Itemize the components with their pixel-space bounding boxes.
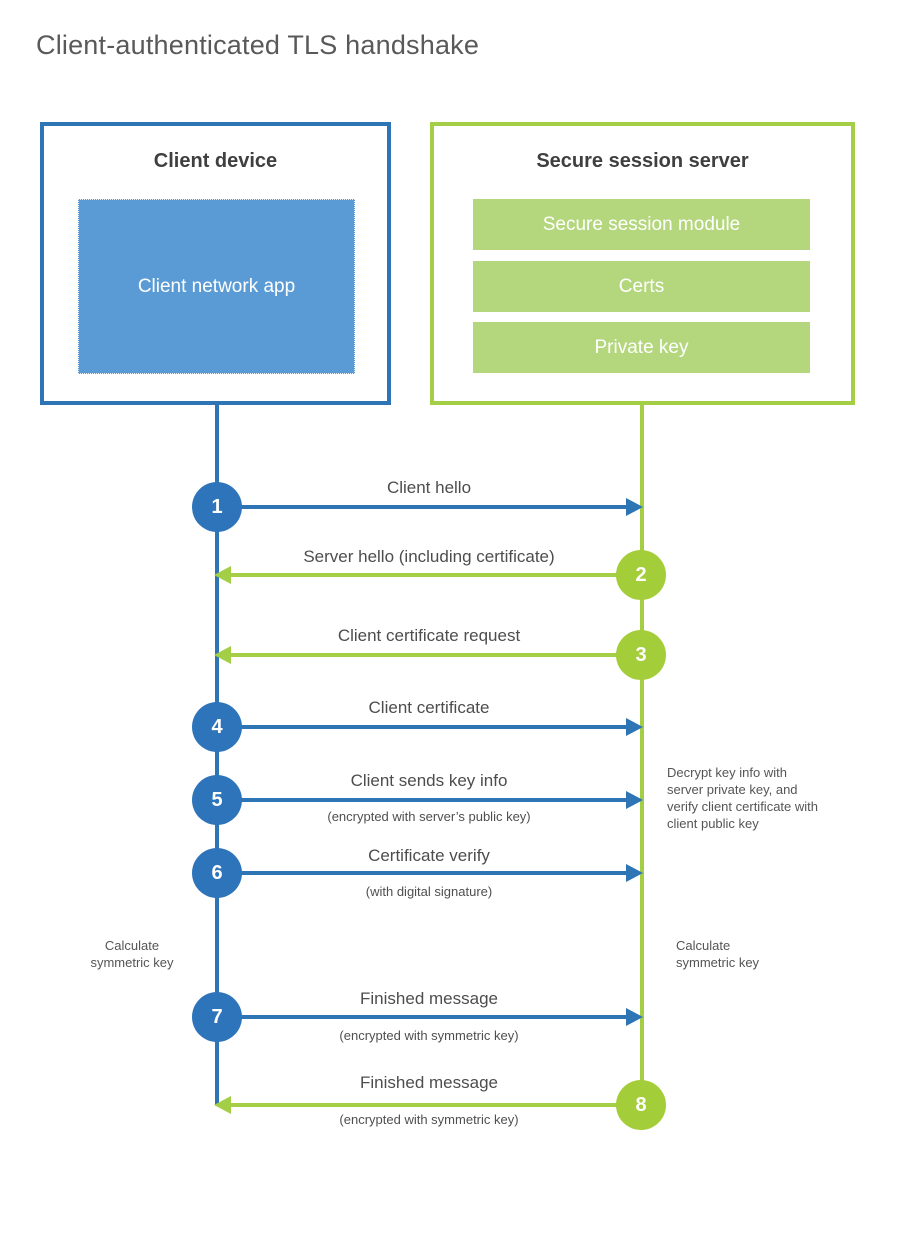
- secure-session-server-box: Secure session server Secure session mod…: [430, 122, 855, 405]
- message-sublabel-7: (encrypted with symmetric key): [339, 1028, 519, 1043]
- step-circle-3: 3: [616, 630, 666, 680]
- server-component-secure-session-module: Secure session module: [473, 199, 810, 250]
- step-circle-6: 6: [192, 848, 242, 898]
- message-label-3: Client certificate request: [337, 626, 521, 645]
- step-circle-1: 1: [192, 482, 242, 532]
- message-arrow-4: [217, 725, 628, 729]
- message-arrow-8: [229, 1103, 642, 1107]
- diagram-title: Client-authenticated TLS handshake: [36, 30, 480, 60]
- step-circle-4: 4: [192, 702, 242, 752]
- message-label-1: Client hello: [386, 478, 472, 497]
- message-sublabel-6: (with digital signature): [365, 884, 493, 899]
- message-label-6: Certificate verify: [368, 846, 490, 865]
- message-label-2: Server hello (including certificate): [303, 547, 555, 566]
- note-calculate-symmetric-key-server: Calculate symmetric key: [676, 938, 760, 970]
- message-arrow-6: [217, 871, 628, 875]
- message-arrow-1: [217, 505, 628, 509]
- arrow-head-right-icon: [626, 791, 643, 809]
- message-arrow-2: [229, 573, 642, 577]
- step-circle-8: 8: [616, 1080, 666, 1130]
- step-circle-7: 7: [192, 992, 242, 1042]
- arrow-head-right-icon: [626, 1008, 643, 1026]
- message-arrow-3: [229, 653, 642, 657]
- client-network-app-label: Client network app: [137, 275, 296, 297]
- server-component-label: Certs: [618, 275, 665, 297]
- client-device-box: Client device Client network app: [40, 122, 391, 405]
- client-lifeline: [215, 405, 219, 1105]
- arrow-head-left-icon: [214, 646, 231, 664]
- message-label-8: Finished message: [360, 1073, 498, 1092]
- message-label-5: Client sends key info: [350, 771, 508, 790]
- step-circle-2: 2: [616, 550, 666, 600]
- note-decrypt-key-info: Decrypt key info with server private key…: [667, 765, 818, 831]
- server-component-certs: Certs: [473, 261, 810, 312]
- secure-session-server-title: Secure session server: [536, 150, 749, 172]
- step-circle-5: 5: [192, 775, 242, 825]
- message-label-7: Finished message: [360, 989, 498, 1008]
- note-calculate-symmetric-key-client: Calculate symmetric key: [90, 938, 174, 970]
- server-lifeline: [640, 405, 644, 1105]
- server-component-label: Private key: [594, 336, 689, 358]
- message-label-4: Client certificate: [368, 698, 490, 717]
- message-arrow-7: [217, 1015, 628, 1019]
- message-sublabel-8: (encrypted with symmetric key): [339, 1112, 519, 1127]
- message-arrow-5: [217, 798, 628, 802]
- client-network-app-box: Client network app: [78, 199, 355, 374]
- arrow-head-right-icon: [626, 718, 643, 736]
- message-sublabel-5: (encrypted with server’s public key): [327, 809, 531, 824]
- server-component-label: Secure session module: [542, 213, 741, 235]
- arrow-head-left-icon: [214, 566, 231, 584]
- arrow-head-right-icon: [626, 864, 643, 882]
- server-component-private-key: Private key: [473, 322, 810, 373]
- arrow-head-left-icon: [214, 1096, 231, 1114]
- client-device-title: Client device: [153, 150, 278, 172]
- arrow-head-right-icon: [626, 498, 643, 516]
